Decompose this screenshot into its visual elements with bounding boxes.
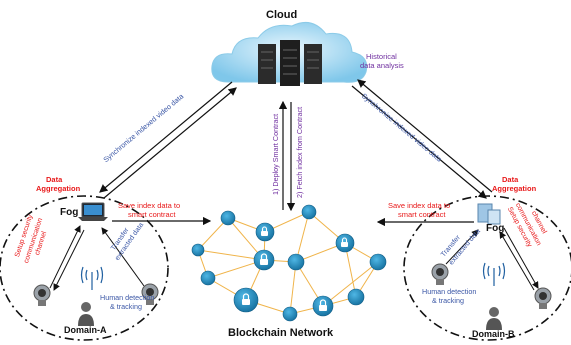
detection-b-line1: Human detection: [422, 287, 477, 296]
fetch-label: 2) Fetch index from Contract: [295, 106, 304, 198]
person-icon: [486, 307, 502, 330]
antenna-icon: [80, 266, 104, 290]
data-analysis-label: data analysis: [360, 61, 404, 70]
node-icon: [200, 270, 216, 286]
fog-a-label: Fog: [60, 207, 79, 218]
detection-a-line2: & tracking: [110, 302, 142, 311]
detection-a-line1: Human detection: [100, 293, 155, 302]
save-left-line2: smart contract: [128, 210, 176, 219]
node-icon: [301, 204, 317, 220]
save-right-line2: smart contract: [398, 210, 446, 219]
lock-icon: [242, 226, 348, 311]
deploy-label: 1) Deploy Smart Contract: [271, 113, 280, 195]
historical-label: Historical: [366, 52, 397, 61]
cloud-server-icon: [211, 21, 368, 86]
blockchain-nodes: [191, 204, 387, 322]
node-icon: [287, 253, 305, 271]
contract-arrows: [278, 100, 296, 212]
domain-a-links: [49, 225, 145, 291]
domain-b-links: [445, 227, 539, 291]
person-icon: [78, 302, 94, 326]
camera-icon: [33, 284, 51, 306]
node-icon: [220, 210, 236, 226]
aggregation-a-line1: Data: [46, 175, 63, 184]
node-icon: [369, 253, 387, 271]
fog-b-label: Fog: [486, 223, 505, 234]
aggregation-b-line1: Data: [502, 175, 519, 184]
sync-arrow-left: [99, 81, 237, 199]
sync-arrow-right: [351, 79, 493, 199]
domain-b-boundary: [403, 195, 571, 341]
antenna-icon: [482, 262, 506, 286]
blockchain-title: Blockchain Network: [228, 327, 334, 339]
aggregation-b-line2: Aggregation: [492, 184, 537, 193]
save-left-line1: Save index data to: [118, 201, 181, 210]
camera-icon: [431, 263, 449, 285]
laptop-icon: [78, 202, 108, 221]
camera-icon: [534, 287, 552, 309]
domain-a-name: Domain-A: [64, 325, 107, 335]
camera-icon: [141, 283, 159, 305]
save-right-line1: Save index data to: [388, 201, 451, 210]
fog-server-icon: [477, 203, 501, 225]
aggregation-a-line2: Aggregation: [36, 184, 81, 193]
node-icon: [347, 288, 365, 306]
domain-a-boundary: [0, 195, 169, 341]
detection-b-line2: & tracking: [432, 296, 464, 305]
domain-b-name: Domain-B: [472, 329, 515, 339]
node-icon: [191, 243, 205, 257]
cloud-title: Cloud: [266, 9, 298, 21]
node-icon: [282, 306, 298, 322]
